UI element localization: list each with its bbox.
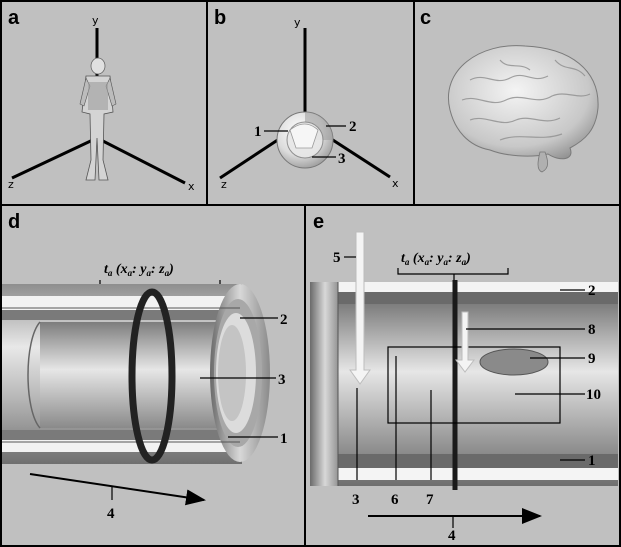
panel-d: d ta (xa: ya: za)	[2, 211, 288, 522]
hollow-arrow-8	[455, 311, 475, 373]
human-figure-icon	[79, 57, 117, 181]
callout-3: 3	[352, 492, 360, 508]
callout-1: 1	[280, 431, 288, 447]
panel-e: e ta (xa: ya: za)	[310, 211, 618, 544]
lesion	[479, 348, 549, 376]
hollow-arrow-5	[349, 231, 371, 385]
callout-3: 3	[338, 151, 346, 167]
panel-d-label: d	[8, 211, 20, 233]
panel-c: c	[420, 7, 599, 173]
axis-x-label: x	[188, 180, 195, 193]
tube-d	[2, 284, 270, 464]
callout-9: 9	[588, 351, 596, 367]
callout-2: 2	[349, 119, 357, 135]
axis-z-label: z	[221, 178, 227, 191]
callout-4: 4	[448, 528, 456, 544]
callout-2: 2	[588, 283, 596, 299]
panel-a: a y z x	[8, 7, 195, 193]
formula-bracket-e	[397, 268, 509, 280]
roi-box	[387, 346, 561, 424]
formula-d: ta (xa: ya: za)	[104, 262, 174, 278]
leader-lines-b	[264, 125, 346, 158]
callout-4: 4	[107, 506, 115, 522]
axis-x-label: x	[392, 177, 399, 190]
panel-b-label: b	[214, 7, 226, 29]
callout-1: 1	[254, 124, 262, 140]
axis-y-label: y	[294, 16, 301, 29]
callout-8: 8	[588, 322, 596, 338]
callout-7: 7	[426, 492, 434, 508]
callout-5: 5	[333, 250, 341, 266]
callout-10: 10	[586, 387, 601, 403]
callout-3: 3	[278, 372, 286, 388]
ring-d	[128, 288, 176, 464]
axis-z-label: z	[8, 178, 14, 191]
nested-sphere-icon	[276, 111, 334, 169]
panel-e-label: e	[313, 211, 324, 233]
panel-b: b y z x 1 2 3	[214, 7, 399, 191]
leader-lines-d	[200, 317, 278, 438]
z-axis	[11, 136, 98, 180]
leader-lines-e	[344, 256, 585, 480]
axis-y-label: y	[92, 14, 99, 27]
panel-a-label: a	[8, 7, 20, 29]
callout-1: 1	[588, 453, 596, 469]
panel-c-label: c	[420, 7, 431, 29]
callout-2: 2	[280, 312, 288, 328]
brain-icon	[448, 45, 599, 173]
formula-e: ta (xa: ya: za)	[401, 251, 471, 267]
x-axis	[96, 136, 186, 185]
callout-6: 6	[391, 492, 399, 508]
direction-arrow-d	[29, 473, 206, 506]
